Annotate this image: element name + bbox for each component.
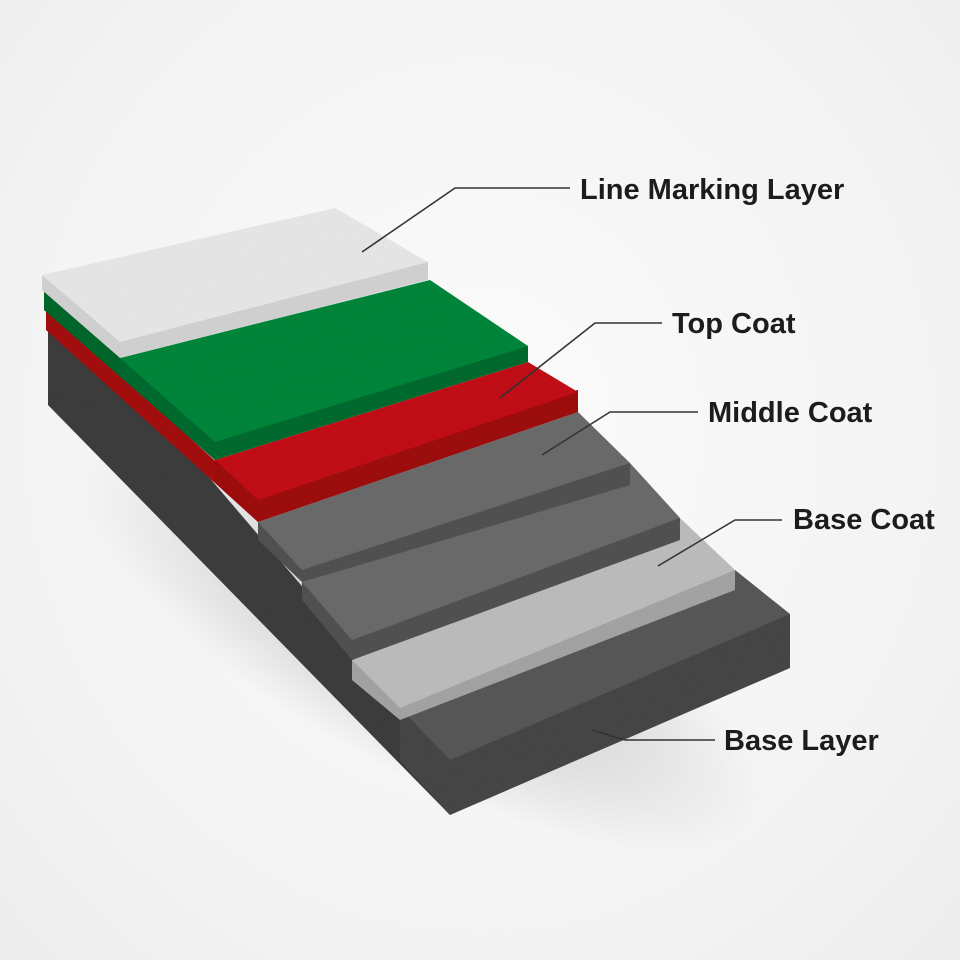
grey-coat-lower-front xyxy=(302,518,680,660)
line-marking-top xyxy=(42,208,428,342)
base-layer-top xyxy=(400,570,790,760)
leader-line-marking xyxy=(361,187,570,253)
grey-coat-upper-top xyxy=(258,412,630,570)
leader-line-base-coat xyxy=(657,519,782,567)
label-middle-coat: Middle Coat xyxy=(708,397,873,429)
label-line-marking-layer: Line Marking Layer xyxy=(580,174,845,206)
leader-line-base-layer xyxy=(591,729,715,741)
base-layer-front-side xyxy=(400,614,790,815)
top-coat-slab xyxy=(44,280,528,460)
grey-coat-lower-top xyxy=(302,463,680,640)
line-marking-slab xyxy=(42,208,428,358)
middle-coat-left-side xyxy=(46,312,258,522)
leader-line-middle-coat xyxy=(541,411,698,456)
middle-coat-top xyxy=(215,362,578,500)
grey-coat-lower-slab xyxy=(302,463,680,660)
leader-line-top-coat xyxy=(499,322,662,399)
label-top-coat: Top Coat xyxy=(672,308,796,340)
label-base-coat: Base Coat xyxy=(793,504,935,536)
label-base-layer: Base Layer xyxy=(724,725,879,757)
middle-coat-slab xyxy=(46,312,578,522)
top-coat-top xyxy=(120,280,528,442)
base-layer-slab xyxy=(48,300,790,815)
light-grey-coat-slab xyxy=(352,518,735,720)
base-layer-left-side xyxy=(48,300,450,815)
middle-coat-front xyxy=(215,390,578,522)
grey-coat-upper-slab xyxy=(258,412,630,582)
light-grey-coat-top xyxy=(352,518,735,708)
